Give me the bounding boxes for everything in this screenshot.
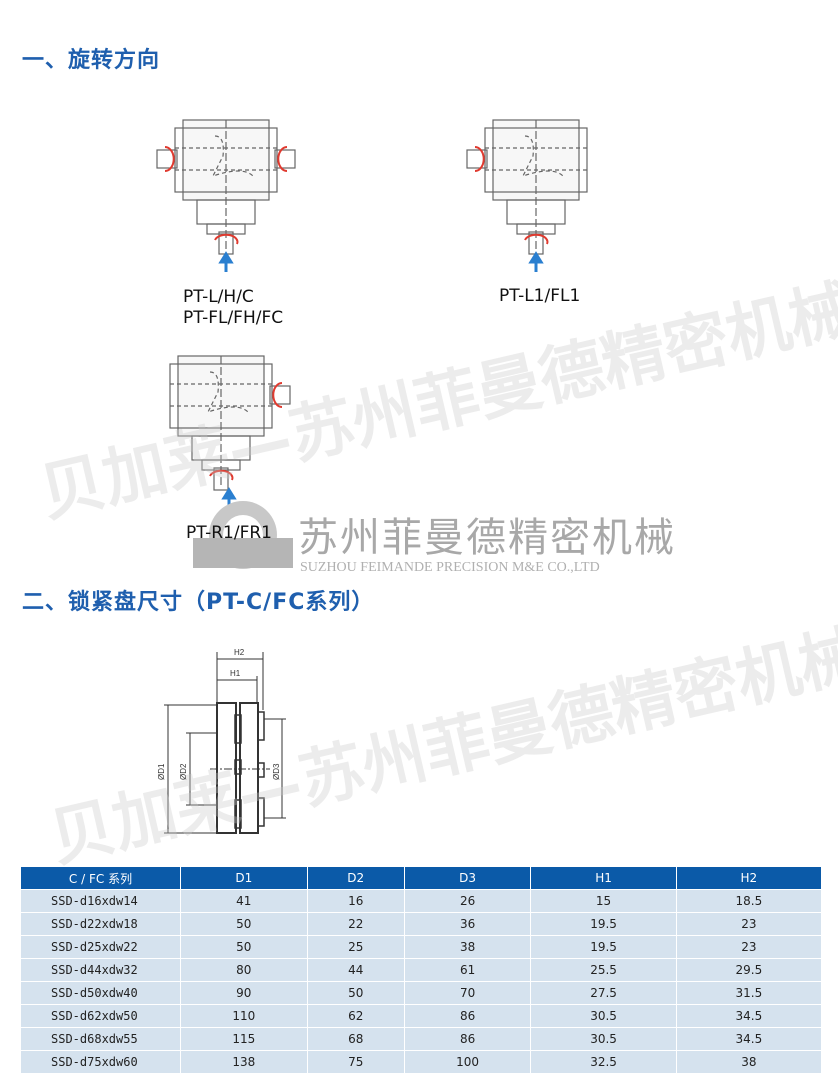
table-cell: 30.5 <box>530 1027 677 1051</box>
table-cell: 31.5 <box>675 981 823 1005</box>
table-cell: SSD-d50xdw40 <box>20 981 181 1005</box>
table-cell: 68 <box>306 1027 405 1051</box>
company-logo-mark <box>193 501 293 569</box>
table-cell: 19.5 <box>530 912 677 936</box>
table-cell: 34.5 <box>675 1027 823 1051</box>
table-cell: 61 <box>403 958 532 982</box>
table-cell: 27.5 <box>530 981 677 1005</box>
table-cell: 34.5 <box>675 1004 823 1028</box>
column-header: H2 <box>675 866 823 890</box>
table-cell: 50 <box>306 981 405 1005</box>
gearbox-diagram-3 <box>169 355 291 508</box>
label-d1: ØD1 <box>157 763 166 780</box>
table-cell: 70 <box>403 981 532 1005</box>
table-cell: 110 <box>180 1004 308 1028</box>
table-cell: 30.5 <box>530 1004 677 1028</box>
table-cell: SSD-d16xdw14 <box>20 889 181 913</box>
table-cell: 22 <box>306 912 405 936</box>
diagram-1-label-a: PT-L/H/C <box>183 287 254 307</box>
table-cell: 90 <box>180 981 308 1005</box>
table-cell: 16 <box>306 889 405 913</box>
table-cell: 32.5 <box>530 1050 677 1074</box>
table-cell: 38 <box>403 935 532 959</box>
section-title-rotation: 一、旋转方向 <box>22 48 161 73</box>
gearbox-diagram-2 <box>466 119 588 272</box>
table-cell: 115 <box>180 1027 308 1051</box>
table-cell: 100 <box>403 1050 532 1074</box>
table-cell: 41 <box>180 889 308 913</box>
table-cell: SSD-d75xdw60 <box>20 1050 181 1074</box>
locking-disc-drawing: H2 H1 ØD1 ØD2 ØD3 <box>157 648 286 834</box>
table-cell: 86 <box>403 1027 532 1051</box>
table-cell: 86 <box>403 1004 532 1028</box>
table-cell: 62 <box>306 1004 405 1028</box>
table-cell: 80 <box>180 958 308 982</box>
column-header: H1 <box>530 866 677 890</box>
company-name-en: SUZHOU FEIMANDE PRECISION M&E CO.,LTD <box>300 560 600 575</box>
column-header: D3 <box>403 866 532 890</box>
table-cell: 23 <box>675 935 823 959</box>
label-h1: H1 <box>230 669 241 678</box>
diagram-2-label: PT-L1/FL1 <box>499 286 581 306</box>
table-cell: 138 <box>180 1050 308 1074</box>
table-cell: 44 <box>306 958 405 982</box>
table-cell: SSD-d22xdw18 <box>20 912 181 936</box>
label-h2: H2 <box>234 648 245 657</box>
company-name-cn: 苏州菲曼德精密机械 <box>298 515 676 561</box>
table-cell: 29.5 <box>675 958 823 982</box>
label-d3: ØD3 <box>272 763 281 780</box>
diagram-1-label-b: PT-FL/FH/FC <box>183 308 284 328</box>
table-cell: 25 <box>306 935 405 959</box>
table-cell: SSD-d44xdw32 <box>20 958 181 982</box>
table-cell: SSD-d25xdw22 <box>20 935 181 959</box>
column-header: D1 <box>180 866 308 890</box>
column-header: C / FC 系列 <box>20 866 181 890</box>
table-cell: 25.5 <box>530 958 677 982</box>
table-cell: 75 <box>306 1050 405 1074</box>
diagram-3-label: PT-R1/FR1 <box>186 523 272 543</box>
table-cell: 26 <box>403 889 532 913</box>
table-cell: 50 <box>180 912 308 936</box>
rotation-arrow <box>164 146 175 172</box>
section-title-locking-disc: 二、锁紧盘尺寸（PT-C/FC系列） <box>22 590 375 615</box>
gearbox-diagram-1 <box>156 119 296 272</box>
label-d2: ØD2 <box>179 763 188 780</box>
table-cell: SSD-d62xdw50 <box>20 1004 181 1028</box>
table-cell: SSD-d68xdw55 <box>20 1027 181 1051</box>
column-header: D2 <box>306 866 405 890</box>
table-cell: 18.5 <box>675 889 823 913</box>
table-cell: 38 <box>675 1050 823 1074</box>
table-cell: 19.5 <box>530 935 677 959</box>
table-cell: 36 <box>403 912 532 936</box>
table-cell: 15 <box>530 889 677 913</box>
table-cell: 23 <box>675 912 823 936</box>
table-cell: 50 <box>180 935 308 959</box>
